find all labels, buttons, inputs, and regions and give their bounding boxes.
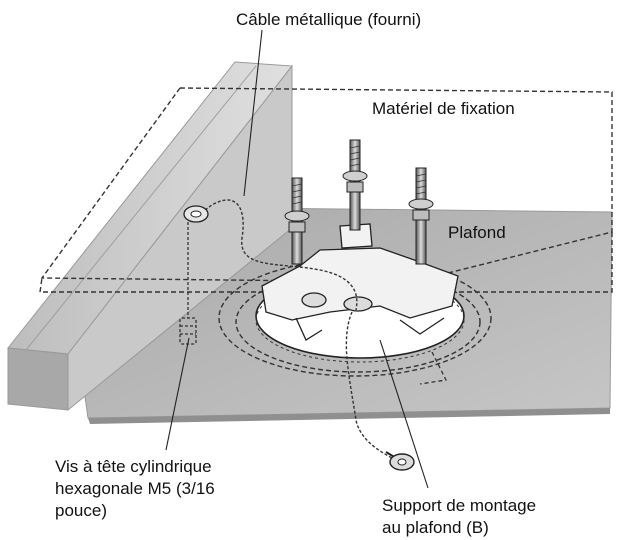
label-bracket-line2: au plafond (B): [382, 518, 489, 537]
label-fixing-material: Matériel de fixation: [372, 99, 515, 118]
cable-loop-terminal: [183, 205, 209, 223]
bolt-left: [284, 177, 310, 265]
wooden-beam: [7, 61, 293, 412]
label-screw-line3: pouce): [55, 501, 107, 520]
leader-lines: [165, 29, 429, 489]
wire-cable: [204, 199, 397, 461]
label-screw-line1: Vis à tête cylindrique: [55, 457, 212, 476]
label-cable: Câble métallique (fourni): [236, 10, 422, 29]
ring-terminal-icon: [385, 451, 415, 471]
bolt-center: [342, 139, 368, 231]
mounting-bracket: [261, 223, 459, 341]
label-bracket-line1: Support de montage: [382, 496, 537, 515]
label-ceiling: Plafond: [448, 223, 506, 242]
bolt-right: [408, 167, 434, 265]
label-screw-line2: hexagonale M5 (3/16: [55, 479, 215, 498]
